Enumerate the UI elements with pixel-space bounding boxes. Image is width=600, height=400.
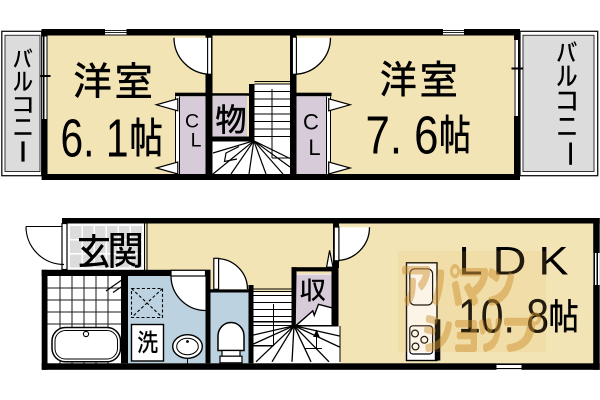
svg-text:10. 8: 10. 8 (458, 291, 549, 344)
svg-text:L: L (308, 135, 320, 160)
svg-text:6. 1: 6. 1 (61, 109, 129, 169)
svg-text:D: D (493, 240, 527, 284)
svg-text:C: C (303, 110, 319, 135)
svg-text:L: L (191, 130, 202, 152)
svg-text:L: L (459, 240, 483, 284)
svg-text:C: C (185, 111, 199, 133)
svg-text:7. 6: 7. 6 (366, 106, 439, 166)
svg-text:K: K (539, 240, 569, 284)
